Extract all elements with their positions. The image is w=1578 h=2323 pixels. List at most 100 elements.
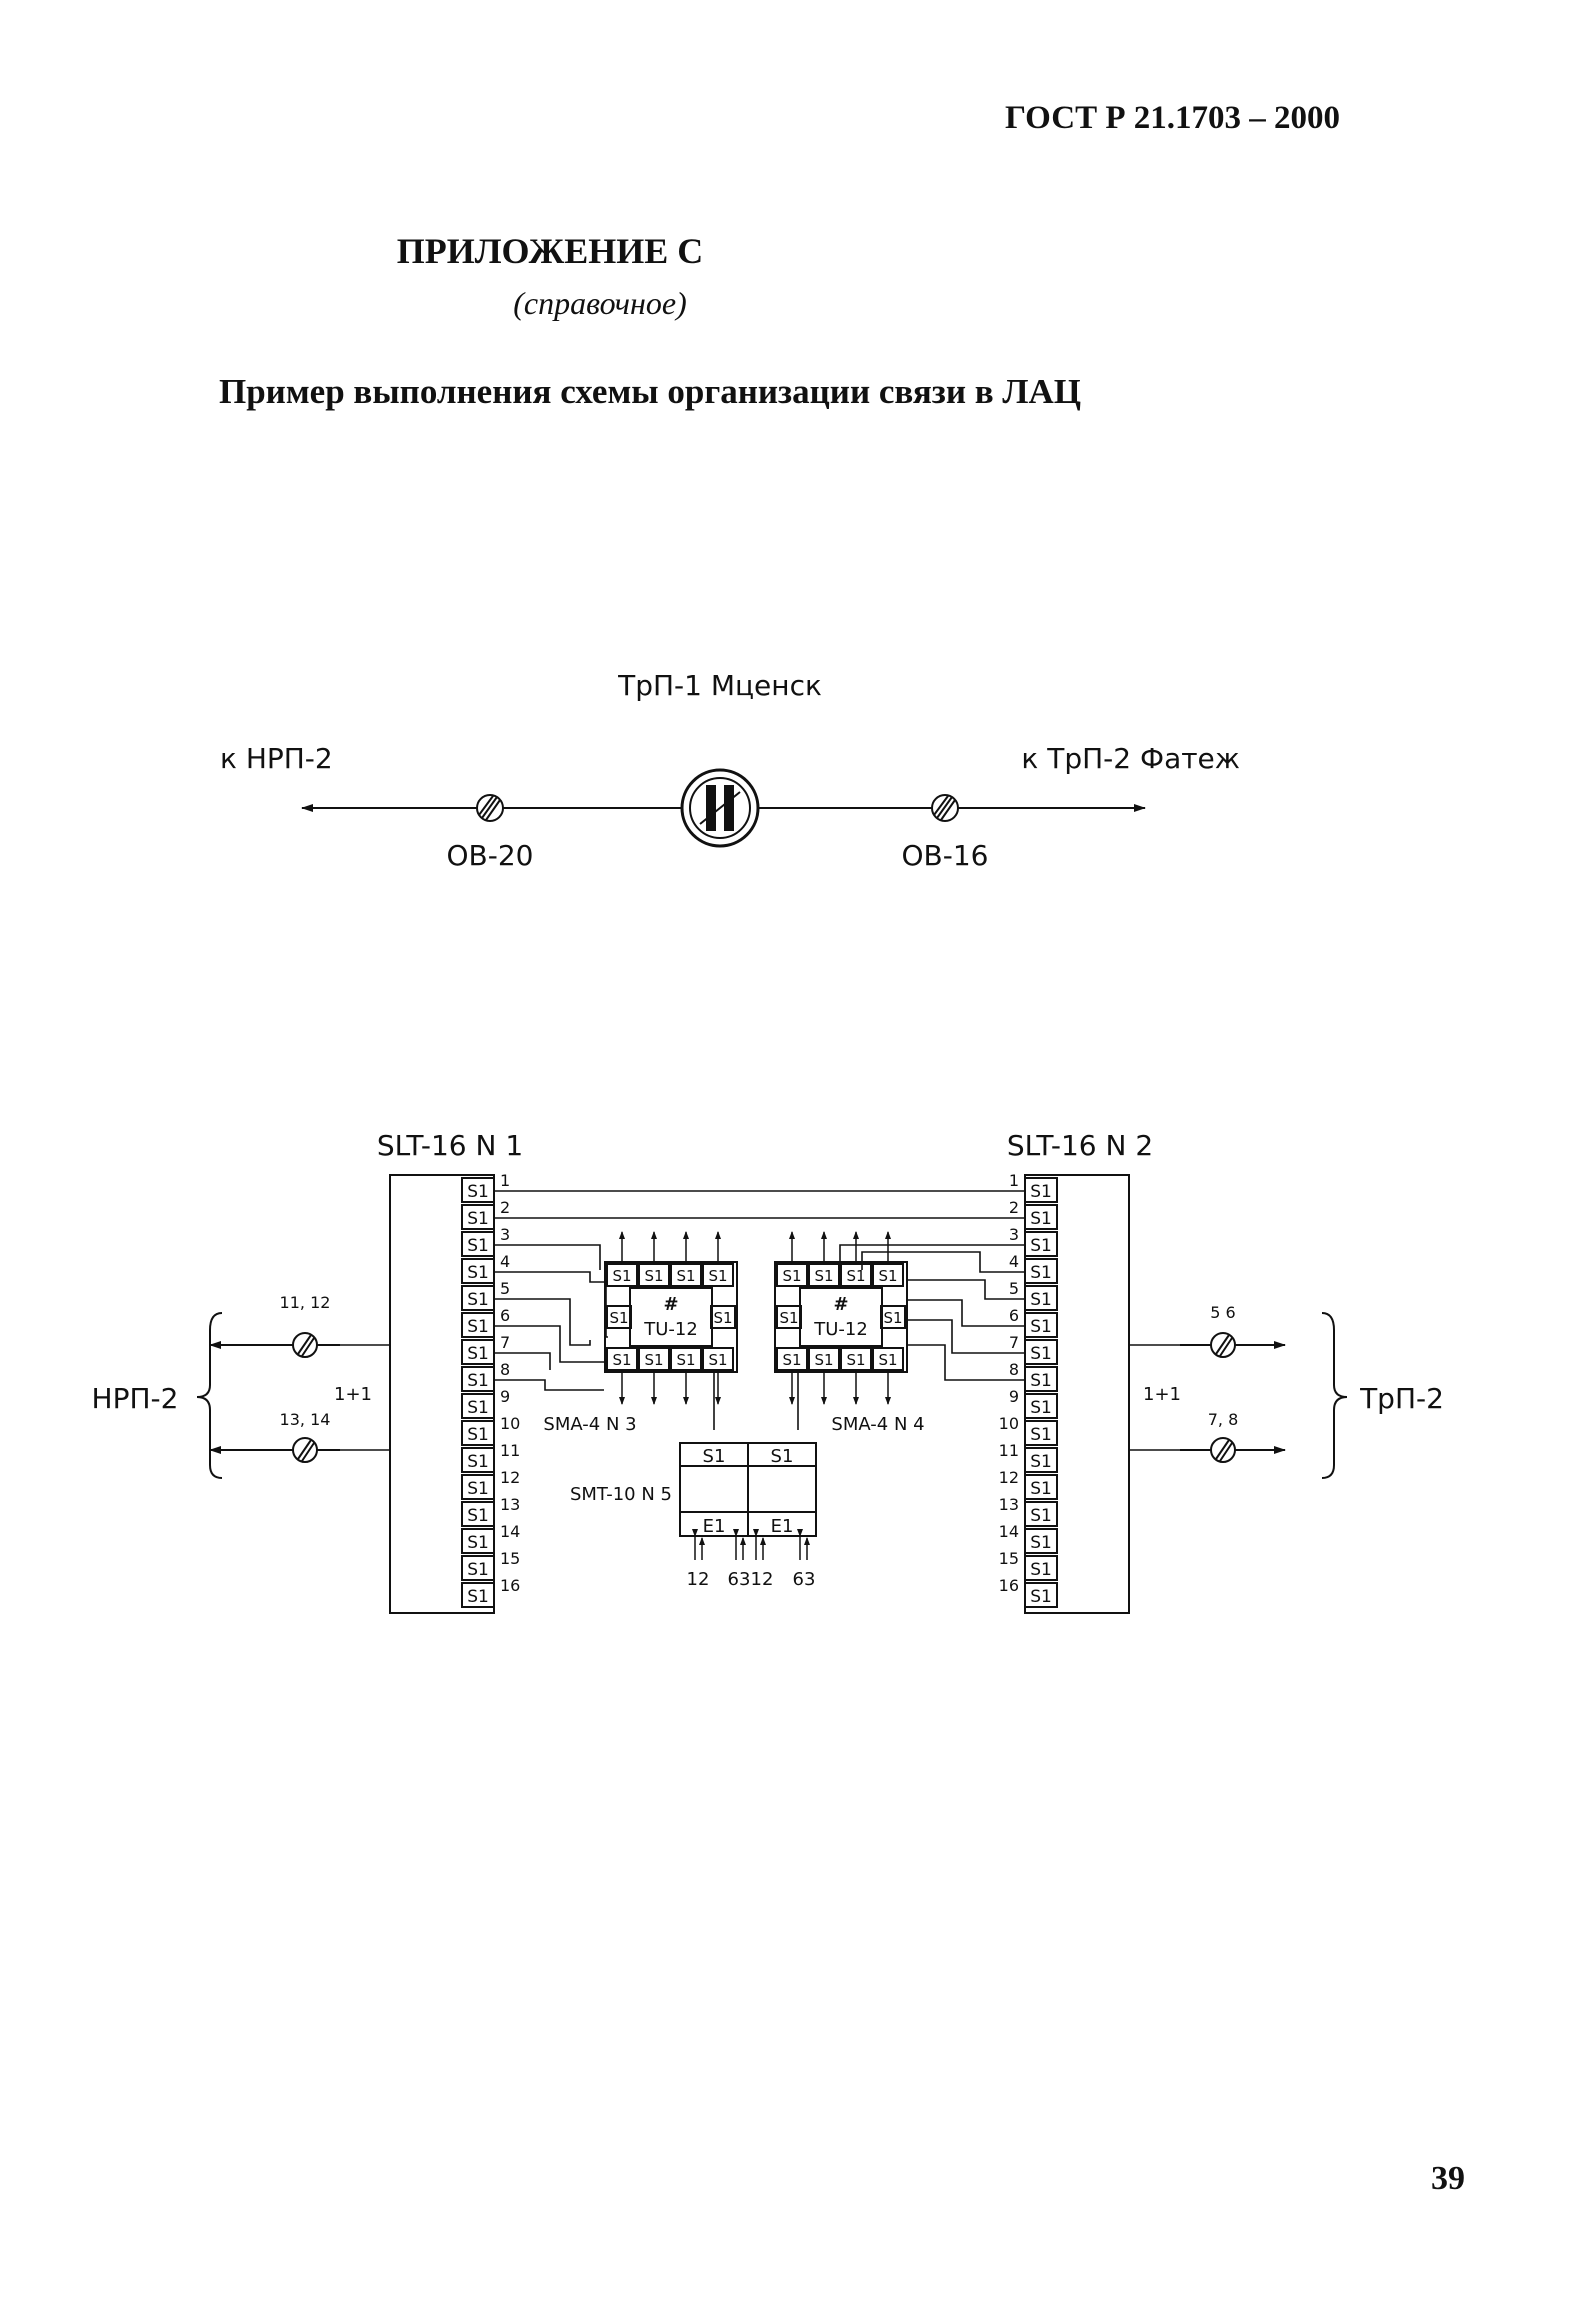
appendix-title: ПРИЛОЖЕНИЕ С [396, 231, 704, 271]
smt-top-slot-left: S1 [703, 1446, 726, 1467]
sma3-slot-label: S1 [708, 1351, 727, 1369]
slt2-slot-box [1024, 1231, 1058, 1257]
slt1-port-number: 4 [500, 1252, 510, 1271]
slt2-slot-box [1024, 1447, 1058, 1473]
slt1-slot-label: S1 [467, 1533, 489, 1553]
slt1-port-number: 7 [500, 1333, 510, 1352]
smt-e1-label-1: 12 [687, 1569, 710, 1590]
slt1-slot-label: S1 [467, 1506, 489, 1526]
slt1-slot-label: S1 [467, 1425, 489, 1445]
slt2-slot-label: S1 [1030, 1425, 1052, 1445]
slt2-slot-box [1024, 1582, 1058, 1608]
slt2-slot-label: S1 [1030, 1236, 1052, 1256]
slt2-slot-box [1024, 1501, 1058, 1527]
slt2-slot-box [1024, 1312, 1058, 1338]
sma4-slot-label: S1 [782, 1267, 801, 1285]
smt-module [679, 1442, 817, 1537]
slt1-port-number: 14 [500, 1522, 520, 1541]
right-cable-label: ОВ-16 [902, 839, 989, 872]
slt1-port-number: 8 [500, 1360, 510, 1379]
slt2-port-number: 1 [1009, 1171, 1019, 1190]
left-protection-label: 1+1 [334, 1384, 372, 1405]
sma3-slot-box [606, 1305, 632, 1329]
slt1-slot-box [461, 1582, 495, 1608]
smt-top-slot-right: S1 [771, 1446, 794, 1467]
equipment-scheme: SLT-16 N 1 SLT-16 N 2 S1S1S1S1S1S1S1S1S1… [92, 1129, 1444, 1614]
station-label: ТрП-1 Мценск [617, 669, 822, 702]
slt1-port-number: 1 [500, 1171, 510, 1190]
slt1-slot-box [461, 1231, 495, 1257]
slt2-port-number: 7 [1009, 1333, 1019, 1352]
smt-label: SMT-10 N 5 [570, 1484, 672, 1505]
slt1-port-number: 16 [500, 1576, 520, 1595]
slt1-slot-box [461, 1393, 495, 1419]
slt1-slot-label: S1 [467, 1479, 489, 1499]
right-group-label: ТрП-2 [1359, 1382, 1444, 1415]
slt1-slot-label: S1 [467, 1452, 489, 1472]
left-bottom-fiber-icon [292, 1437, 318, 1463]
left-bottom-fiber-label: 13, 14 [280, 1410, 331, 1429]
slt1-port-number: 6 [500, 1306, 510, 1325]
slt2-slot-label: S1 [1030, 1587, 1052, 1607]
slt2-port-number: 13 [999, 1495, 1019, 1514]
sma4-slot-label: S1 [814, 1351, 833, 1369]
sma4-slot-label: S1 [814, 1267, 833, 1285]
route-diagram: ТрП-1 Мценск к НРП-2 к ТрП-2 Фатеж [220, 669, 1240, 872]
slt2-slot-box [1024, 1555, 1058, 1581]
slt2-port-number: 15 [999, 1549, 1019, 1568]
slt2-slot-label: S1 [1030, 1317, 1052, 1337]
slt2-slot-label: S1 [1030, 1290, 1052, 1310]
slt1-port-number: 5 [500, 1279, 510, 1298]
slt1-slot-box [461, 1447, 495, 1473]
left-top-fiber-label: 11, 12 [280, 1293, 331, 1312]
sma3-slot-box [710, 1305, 736, 1329]
smt-e1-arrows [692, 1529, 810, 1560]
sma3-hash: # [663, 1294, 678, 1315]
slt1-slot-box [461, 1312, 495, 1338]
right-destination-label: к ТрП-2 Фатеж [1021, 742, 1240, 775]
slt2-slot-label: S1 [1030, 1209, 1052, 1229]
slt1-slot-label: S1 [467, 1371, 489, 1391]
appendix-subtitle: (справочное) [513, 285, 687, 321]
slt2-port-number: 16 [999, 1576, 1019, 1595]
slt2-slot-box [1024, 1366, 1058, 1392]
right-top-fiber-label: 5 6 [1210, 1303, 1235, 1322]
slt2-port-number: 4 [1009, 1252, 1019, 1271]
sma3-slot-label: S1 [612, 1351, 631, 1369]
right-bottom-fiber-icon [1210, 1437, 1236, 1463]
smt-bottom-slot-right: E1 [771, 1516, 794, 1537]
slt2-slot-box [1024, 1528, 1058, 1554]
slt2-port-number: 11 [999, 1441, 1019, 1460]
right-line-group [1180, 1312, 1348, 1479]
slt2-slot-label: S1 [1030, 1371, 1052, 1391]
sma3-slot-label: S1 [713, 1309, 732, 1327]
slt2-slot-label: S1 [1030, 1533, 1052, 1553]
slt1-port-number: 12 [500, 1468, 520, 1487]
right-bottom-fiber-label: 7, 8 [1208, 1410, 1239, 1429]
slt2-port-number: 12 [999, 1468, 1019, 1487]
left-group-label: НРП-2 [92, 1382, 179, 1415]
slt1-slot-box [461, 1366, 495, 1392]
smt-bottom-slot-left: E1 [703, 1516, 726, 1537]
slt1-slot-label: S1 [467, 1209, 489, 1229]
left-top-fiber-icon [292, 1332, 318, 1358]
sma3-slot-label: S1 [644, 1267, 663, 1285]
sma4-slot-label: S1 [878, 1267, 897, 1285]
slt2-port-number: 8 [1009, 1360, 1019, 1379]
sma3-slot-label: S1 [612, 1267, 631, 1285]
slt2-slot-box [1024, 1285, 1058, 1311]
slt2-slot-box [1024, 1393, 1058, 1419]
sma-tributary-arrows [619, 1231, 891, 1405]
left-cable-label: ОВ-20 [447, 839, 534, 872]
slt1-port-number: 10 [500, 1414, 520, 1433]
slt2-port-number: 3 [1009, 1225, 1019, 1244]
slt2-slot-label: S1 [1030, 1263, 1052, 1283]
